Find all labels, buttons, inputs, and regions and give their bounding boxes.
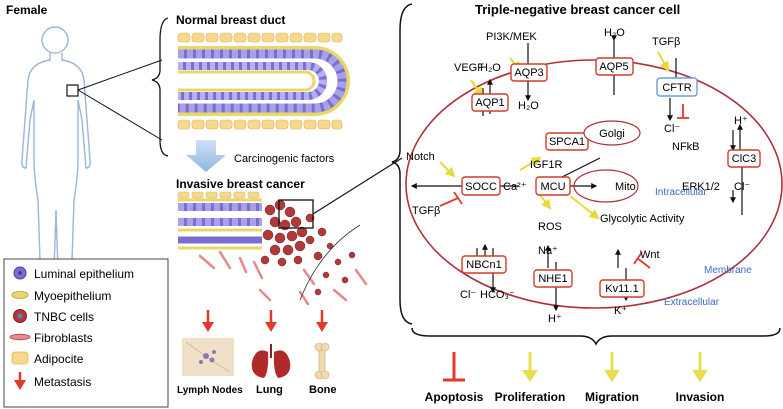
legend: Luminal epithelium Myoepithelium TNBC ce… — [3, 258, 169, 408]
erk-label: ERK1/2 — [682, 181, 720, 193]
mito-label: Mito — [615, 181, 636, 193]
metastasis-site-label: Lung — [256, 384, 283, 396]
normal-duct-bracket — [151, 17, 169, 157]
legend-label: Luminal epithelium — [34, 267, 134, 281]
membrane-label: Membrane — [704, 265, 752, 276]
ca-label: Ca²⁺ — [503, 181, 527, 193]
lung-icon — [251, 344, 291, 378]
cftr-label: CFTR — [662, 82, 691, 94]
na-label: Na⁺ — [538, 245, 558, 257]
normal-duct-title: Normal breast duct — [176, 13, 285, 27]
legend-label: Fibroblasts — [34, 331, 93, 345]
socc-label: SOCC — [465, 181, 497, 193]
adipocyte-icon — [11, 351, 29, 365]
notch-label: Notch — [406, 151, 435, 163]
mcu-label: MCU — [540, 181, 565, 193]
myoepithelium-icon — [11, 291, 29, 299]
normal-duct-illustration — [177, 32, 350, 130]
igf1r-label: IGF1R — [530, 159, 562, 171]
outcome-label: Apoptosis — [425, 390, 484, 404]
mito-organelle — [573, 169, 639, 203]
clc3-box: ClC3 — [727, 149, 761, 168]
nhe1-label: NHE1 — [538, 273, 567, 285]
cell-bracket — [391, 3, 413, 325]
socc-box: SOCC — [461, 176, 501, 196]
aqp1-label: AQP1 — [475, 97, 504, 109]
tgfb-label: TGFβ — [412, 205, 440, 217]
vegf-label: VEGF — [454, 62, 484, 74]
kplus-label: K⁺ — [614, 305, 627, 317]
cl-label: Cl⁻ — [460, 289, 476, 301]
ros-label: ROS — [538, 221, 562, 233]
legend-label: Myoepithelium — [34, 289, 111, 303]
golgi-organelle — [583, 120, 641, 146]
fibroblast-icon — [9, 333, 31, 341]
hplus-label: H⁺ — [734, 115, 748, 127]
wnt-label: Wnt — [640, 249, 660, 261]
tgfb-label: TGFβ — [652, 36, 680, 48]
golgi-label: Golgi — [599, 128, 625, 140]
kv111-box: Kv11.1 — [599, 279, 645, 298]
intracellular-label: Intracellular — [655, 187, 707, 198]
extracellular-label: Extracellular — [664, 297, 720, 308]
hplus-label: H⁺ — [548, 313, 562, 325]
hco3-label: HCO₃⁻ — [480, 289, 515, 301]
outcome-label: Invasion — [676, 390, 725, 404]
aqp5-box: AQP5 — [595, 57, 634, 76]
clc3-label: ClC3 — [732, 153, 756, 165]
migration-promote-icon — [604, 352, 620, 382]
invasive-cancer-illustration — [177, 191, 368, 306]
metastasis-site-label: Bone — [309, 384, 337, 396]
cl-label: Cl⁻ — [734, 181, 750, 193]
metastasis-arrow-icon — [14, 380, 26, 390]
nbcn1-box: NBCn1 — [461, 255, 507, 274]
nfkb-label: NFkB — [672, 141, 700, 153]
pi3k-label: PI3K/MEK — [486, 31, 537, 43]
apoptosis-inhibit-icon — [443, 352, 465, 382]
invasion-promote-icon — [692, 352, 708, 382]
mcu-box: MCU — [535, 176, 571, 196]
cell-labels: VEGF H₂O PI3K/MEK H₂O H₂O TGFβ Cl⁻ NFkB … — [406, 27, 752, 325]
cell-membrane — [405, 59, 783, 309]
legend-label: TNBC cells — [34, 310, 94, 324]
h2o-label: H₂O — [480, 62, 501, 74]
protein-boxes: AQP1 AQP3 AQP5 CFTR ClC3 SPCA1 SOCC MCU — [461, 57, 761, 298]
h2o-label: H₂O — [518, 100, 539, 112]
aqp3-label: AQP3 — [514, 67, 543, 79]
spca1-box: SPCA1 — [545, 132, 589, 151]
carcinogenic-arrow-icon — [186, 140, 226, 172]
nhe1-box: NHE1 — [533, 269, 573, 288]
cl-label: Cl⁻ — [664, 123, 680, 135]
legend-label: Adipocite — [34, 352, 84, 366]
kv111-label: Kv11.1 — [605, 283, 638, 295]
female-label: Female — [6, 3, 48, 17]
inhibit-arrows — [439, 104, 689, 269]
outcome-label: Migration — [585, 390, 639, 404]
breast-highlight-box — [66, 84, 79, 97]
glycolytic-label: Glycolytic Activity — [600, 213, 685, 225]
aqp1-box: AQP1 — [471, 93, 509, 112]
h2o-label: H₂O — [604, 27, 625, 39]
aqp5-label: AQP5 — [599, 61, 628, 73]
metastasis-site-label: Lymph Nodes — [177, 385, 243, 396]
bone-icon — [314, 342, 330, 380]
outcome-label: Proliferation — [495, 390, 566, 404]
outcome-brace — [411, 327, 781, 346]
metastasis-arrows — [202, 310, 328, 332]
proliferation-promote-icon — [522, 352, 538, 382]
legend-label: Metastasis — [34, 375, 91, 389]
aqp3-box: AQP3 — [510, 63, 548, 82]
cell-title: Triple-negative breast cancer cell — [475, 2, 680, 17]
cftr-box: CFTR — [656, 77, 698, 97]
carcinogenic-label: Carcinogenic factors — [234, 153, 335, 165]
female-silhouette-icon — [21, 26, 91, 339]
lymph-node-icon — [182, 338, 234, 376]
invasive-title: Invasive breast cancer — [176, 177, 305, 191]
nbcn1-label: NBCn1 — [466, 259, 501, 271]
spca1-label: SPCA1 — [549, 136, 585, 148]
